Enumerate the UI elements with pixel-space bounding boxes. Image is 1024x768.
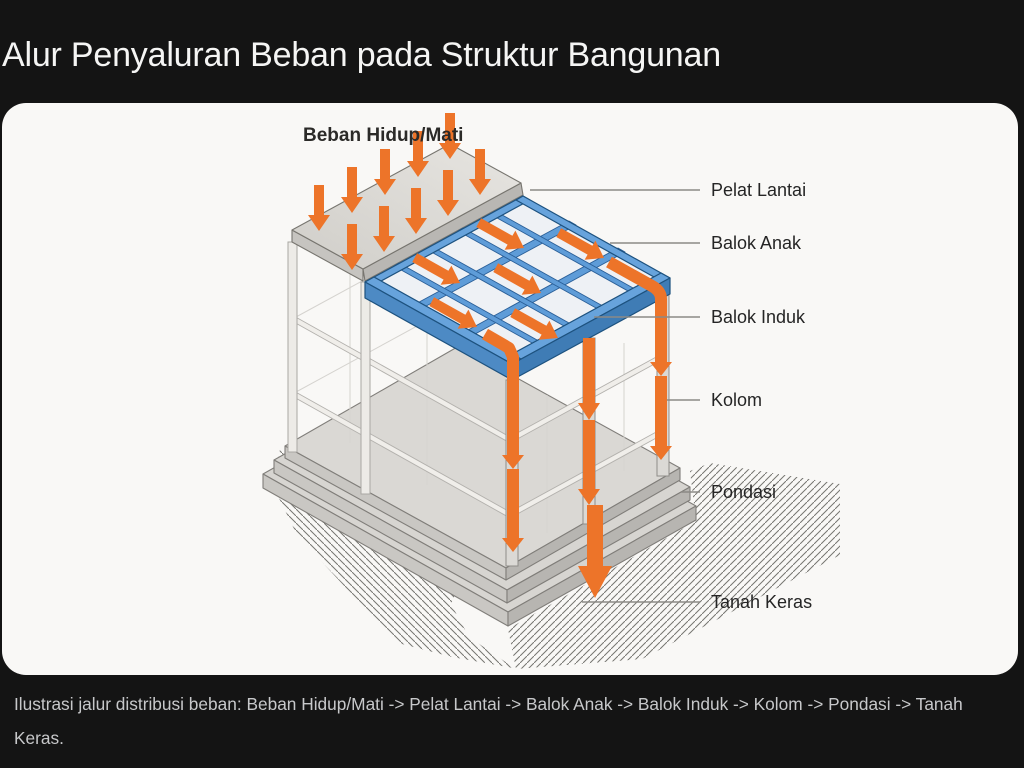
caption: Ilustrasi jalur distribusi beban: Beban … — [14, 694, 963, 748]
callout-balok-anak: Balok Anak — [711, 233, 802, 253]
column-flow-arrows — [481, 256, 672, 552]
beam-grid — [364, 195, 671, 381]
structure-diagram-svg — [262, 113, 840, 669]
leader-lines — [530, 189, 700, 603]
foundation-steps — [262, 345, 697, 627]
callout-pelat-lantai: Pelat Lantai — [711, 180, 807, 200]
page-title: Alur Penyaluran Beban pada Struktur Bang… — [2, 36, 721, 74]
ground-flow-arrow — [578, 505, 612, 598]
illustration-panel: Beban Hidup/Mati Pelat Lantai Balok Anak… — [2, 103, 1018, 675]
load-source-label: Beban Hidup/Mati — [303, 125, 464, 146]
callout-pondasi: Pondasi — [711, 482, 777, 502]
callout-tanah-keras: Tanah Keras — [711, 592, 813, 612]
callout-balok-induk: Balok Induk — [711, 307, 806, 327]
callout-kolom: Kolom — [711, 390, 763, 410]
